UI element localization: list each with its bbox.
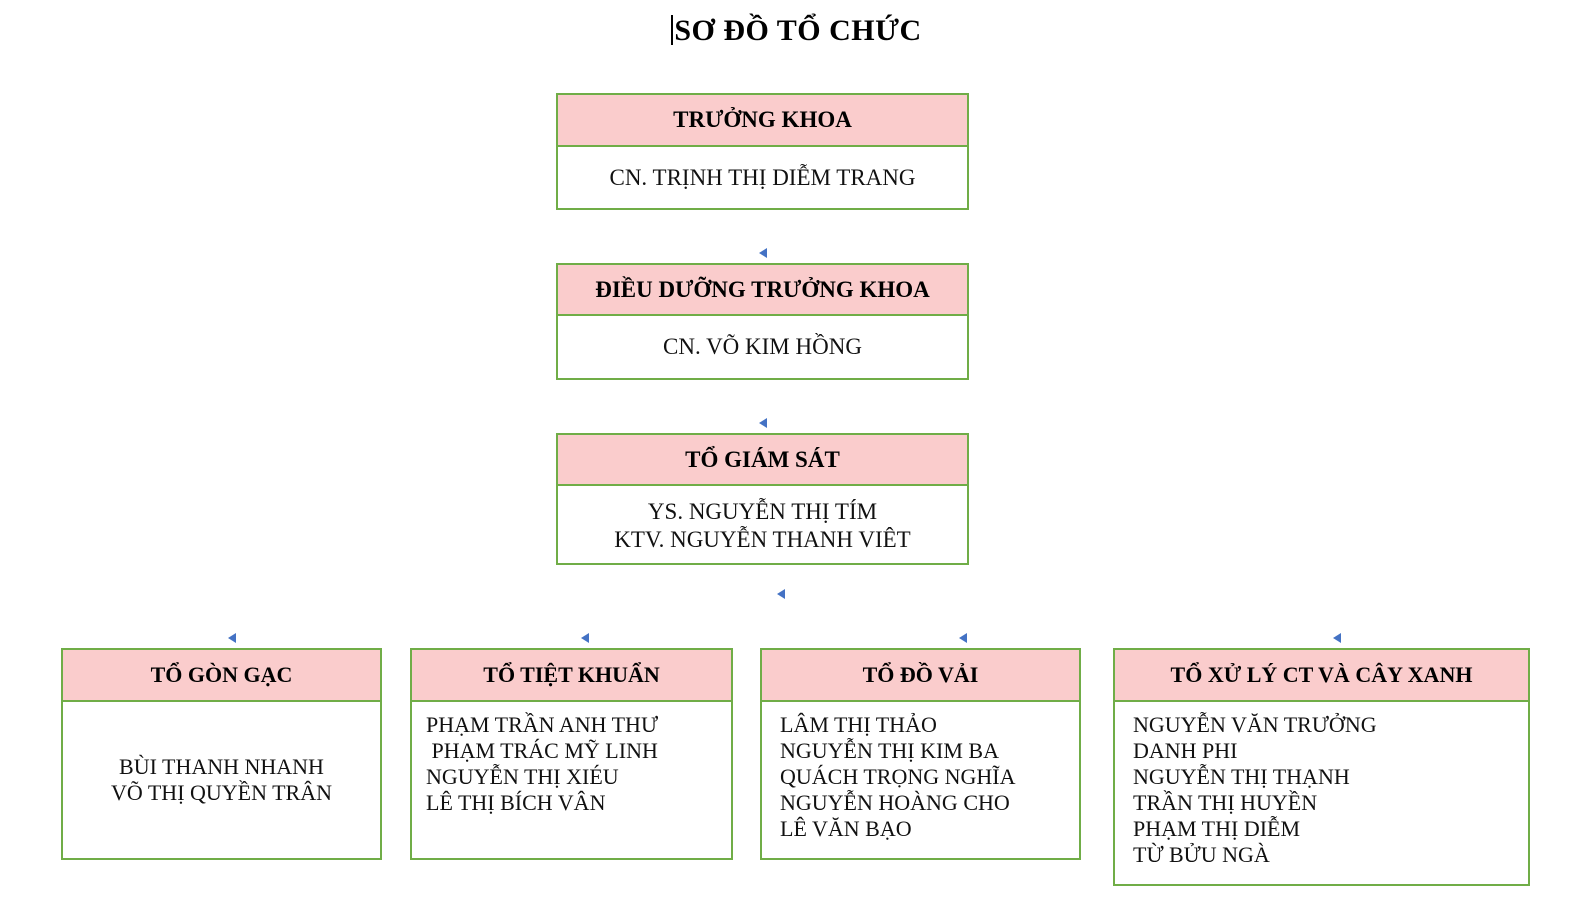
org-node-header: TRƯỞNG KHOA xyxy=(556,93,969,147)
member-name: NGUYỄN HOÀNG CHO xyxy=(780,789,1010,815)
org-node-members: LÂM THỊ THẢO NGUYỄN THỊ KIM BA QUÁCH TRỌ… xyxy=(760,702,1081,860)
member-name: CN. VÕ KIM HỒNG xyxy=(663,334,862,360)
org-node-members: YS. NGUYỄN THỊ TÍM KTV. NGUYỄN THANH VIÊ… xyxy=(556,486,969,565)
member-name: NGUYỄN VĂN TRƯỞNG xyxy=(1133,712,1377,737)
member-name: TỪ BỬU NGÀ xyxy=(1133,841,1270,867)
member-name: KTV. NGUYỄN THANH VIÊT xyxy=(614,526,911,552)
org-node-header: TỔ GIÁM SÁT xyxy=(556,433,969,486)
member-name: QUÁCH TRỌNG NGHĨA xyxy=(780,763,1016,789)
org-node-members: CN. VÕ KIM HỒNG xyxy=(556,316,969,380)
org-node-members: BÙI THANH NHANH VÕ THỊ QUYỀN TRÂN xyxy=(61,702,382,860)
member-name: NGUYỄN THỊ XIÉU xyxy=(426,763,619,789)
member-name: LÂM THỊ THẢO xyxy=(780,712,937,737)
member-name: DANH PHI xyxy=(1133,737,1238,763)
org-node-to-do-vai[interactable]: TỔ ĐỒ VẢI LÂM THỊ THẢO NGUYỄN THỊ KIM BA… xyxy=(760,648,1081,860)
text-cursor-caret xyxy=(671,15,674,45)
member-name: YS. NGUYỄN THỊ TÍM xyxy=(647,499,878,525)
member-name: PHẠM THỊ DIỄM xyxy=(1133,815,1301,841)
member-name: BÙI THANH NHANH xyxy=(119,754,324,780)
member-name: PHẠM TRÁC MỸ LINH xyxy=(426,737,658,763)
org-node-dieu-duong-truong-khoa[interactable]: ĐIỀU DƯỠNG TRƯỞNG KHOA CN. VÕ KIM HỒNG xyxy=(556,263,969,380)
member-name: LÊ THỊ BÍCH VÂN xyxy=(426,789,606,815)
edge-to-giam-sat-to-bus xyxy=(232,566,1337,603)
member-name: NGUYỄN THỊ THẠNH xyxy=(1133,763,1350,789)
org-node-truong-khoa[interactable]: TRƯỞNG KHOA CN. TRỊNH THỊ DIỄM TRANG xyxy=(556,93,969,210)
org-node-header: ĐIỀU DƯỠNG TRƯỞNG KHOA xyxy=(556,263,969,316)
org-node-header: TỔ GÒN GẠC xyxy=(61,648,382,702)
org-node-members: NGUYỄN VĂN TRƯỞNG DANH PHI NGUYỄN THỊ TH… xyxy=(1113,702,1530,886)
org-node-members: CN. TRỊNH THỊ DIỄM TRANG xyxy=(556,147,969,210)
org-node-to-tiet-khuan[interactable]: TỔ TIỆT KHUẨN PHẠM TRẦN ANH THƯ PHẠM TRÁ… xyxy=(410,648,733,860)
member-name: CN. TRỊNH THỊ DIỄM TRANG xyxy=(609,164,916,190)
page-title: SƠ ĐỒ TỔ CHỨC xyxy=(0,14,1593,48)
org-node-header: TỔ TIỆT KHUẨN xyxy=(410,648,733,702)
org-node-to-giam-sat[interactable]: TỔ GIÁM SÁT YS. NGUYỄN THỊ TÍM KTV. NGUY… xyxy=(556,433,969,565)
org-node-header: TỔ ĐỒ VẢI xyxy=(760,648,1081,702)
org-node-members: PHẠM TRẦN ANH THƯ PHẠM TRÁC MỸ LINH NGUY… xyxy=(410,702,733,860)
member-name: VÕ THỊ QUYỀN TRÂN xyxy=(110,780,332,805)
org-node-to-gon-gac[interactable]: TỔ GÒN GẠC BÙI THANH NHANH VÕ THỊ QUYỀN … xyxy=(61,648,382,860)
org-node-to-xu-ly-ct-va-cay-xanh[interactable]: TỔ XỬ LÝ CT VÀ CÂY XANH NGUYỄN VĂN TRƯỞN… xyxy=(1113,648,1530,886)
member-name: LÊ VĂN BẠO xyxy=(780,815,912,841)
member-name: TRẦN THỊ HUYỀN xyxy=(1133,789,1318,815)
org-node-header: TỔ XỬ LÝ CT VÀ CÂY XANH xyxy=(1113,648,1530,702)
member-name: PHẠM TRẦN ANH THƯ xyxy=(426,712,659,737)
member-name: NGUYỄN THỊ KIM BA xyxy=(780,737,999,763)
page-title-text: SƠ ĐỒ TỔ CHỨC xyxy=(674,14,922,47)
